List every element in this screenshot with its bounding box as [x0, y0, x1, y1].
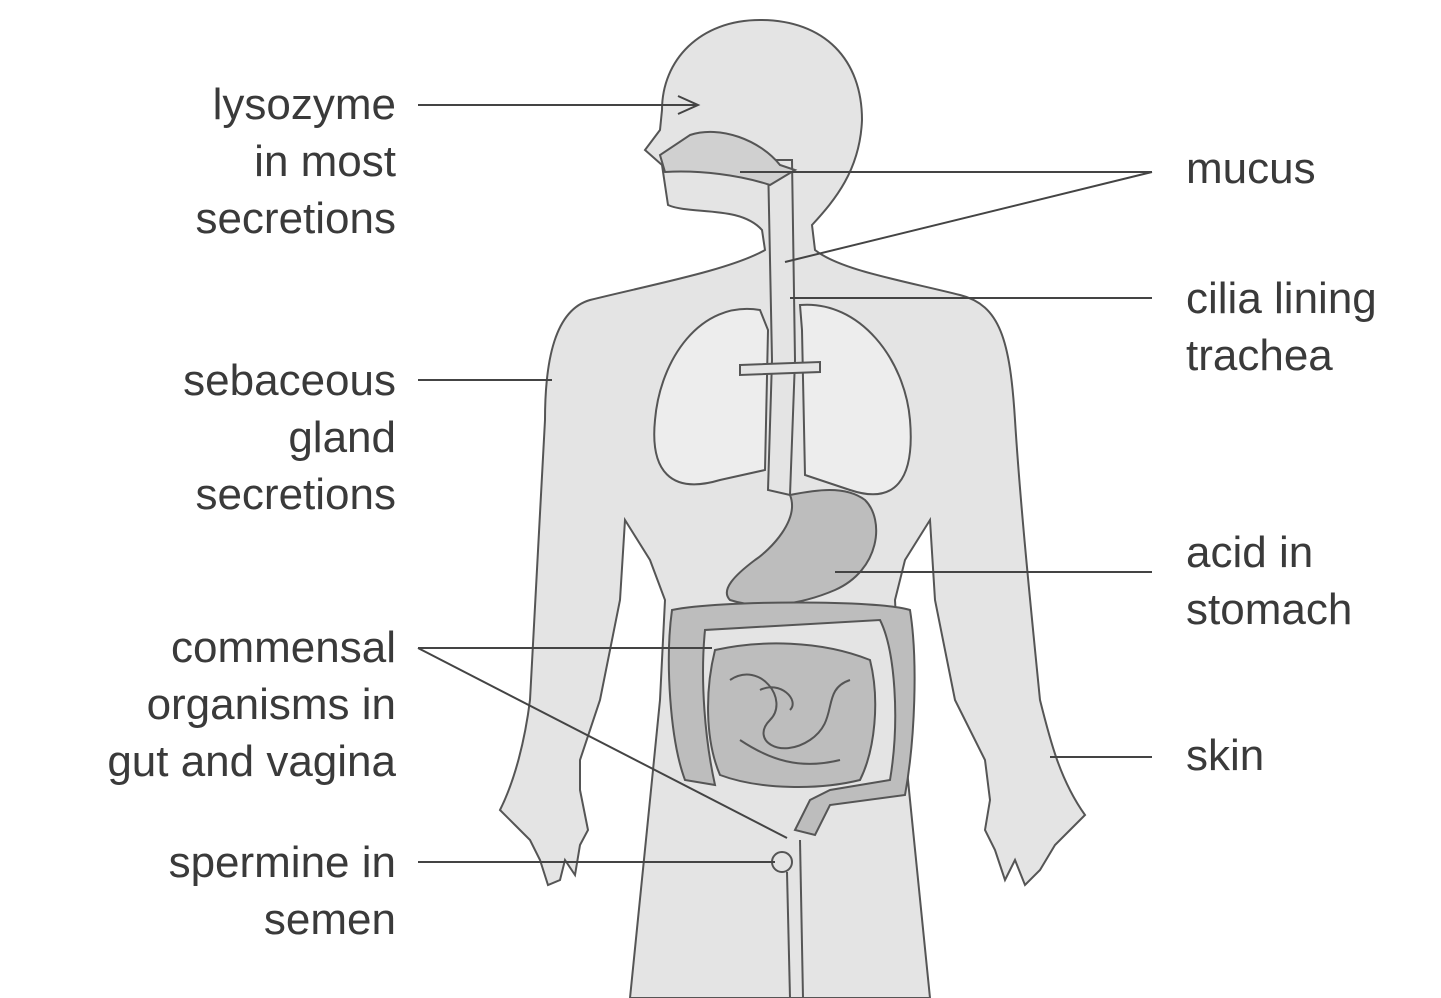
label-commensal-line-1: commensal [107, 619, 396, 676]
label-sebaceous-line-2: gland [183, 409, 396, 466]
label-lysozyme-line-3: secretions [195, 190, 396, 247]
label-mucus-line-1: mucus [1186, 140, 1316, 197]
label-commensal-line-3: gut and vagina [107, 733, 396, 790]
label-spermine: spermine in semen [169, 834, 396, 948]
label-mucus: mucus [1186, 140, 1316, 197]
label-skin-line-1: skin [1186, 727, 1264, 784]
label-acid-line-2: stomach [1186, 581, 1352, 638]
label-spermine-line-2: semen [169, 891, 396, 948]
label-sebaceous: sebaceous gland secretions [183, 352, 396, 523]
label-commensal-line-2: organisms in [107, 676, 396, 733]
label-lysozyme: lysozyme in most secretions [195, 76, 396, 247]
label-acid: acid in stomach [1186, 524, 1352, 638]
label-sebaceous-line-3: secretions [183, 466, 396, 523]
label-acid-line-1: acid in [1186, 524, 1352, 581]
label-skin: skin [1186, 727, 1264, 784]
label-commensal: commensal organisms in gut and vagina [107, 619, 396, 790]
label-lysozyme-line-1: lysozyme [195, 76, 396, 133]
label-cilia-line-1: cilia lining [1186, 270, 1377, 327]
label-sebaceous-line-1: sebaceous [183, 352, 396, 409]
label-spermine-line-1: spermine in [169, 834, 396, 891]
label-cilia-line-2: trachea [1186, 327, 1377, 384]
label-cilia: cilia lining trachea [1186, 270, 1377, 384]
label-lysozyme-line-2: in most [195, 133, 396, 190]
